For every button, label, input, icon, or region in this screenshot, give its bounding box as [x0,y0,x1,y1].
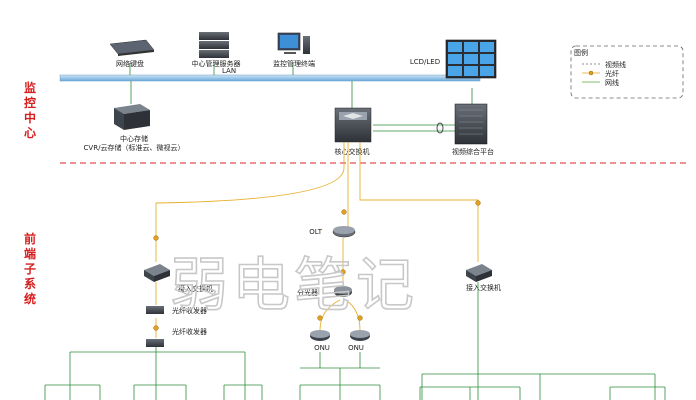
lan-drops [129,62,473,132]
svg-text:网络键盘: 网络键盘 [116,59,144,68]
legend: 图例 视频线 光纤 网线 [570,45,684,99]
lcd-led-video-wall: LCD/LED [410,39,497,79]
central-storage: 中心存储 CVR/云存储（标准云、微视云） [84,104,185,152]
edge-network-lines [44,282,666,400]
fiber-connectors [153,200,481,331]
svg-text:前: 前 [24,231,36,246]
svg-text:中心存储: 中心存储 [120,134,148,143]
onu-right: ONU [348,330,370,352]
svg-text:核心交换机: 核心交换机 [335,147,370,156]
svg-text:ONU: ONU [314,344,330,352]
video-integrated-platform: 视频综合平台 [452,103,494,156]
lan-bus [59,74,481,82]
section-label-monitor-center: 监 控 中 心 [24,80,36,140]
watermark: 弱电笔记 [170,251,418,319]
video-coil [436,122,444,134]
legend-item-video: 视频线 [605,60,626,69]
network-keyboard: 网络键盘 [109,39,155,68]
svg-text:中心管理服务器: 中心管理服务器 [192,59,241,68]
svg-text:子: 子 [24,262,36,276]
central-management-server: 中心管理服务器 [192,32,241,68]
svg-text:视频综合平台: 视频综合平台 [452,147,494,156]
legend-item-fiber: 光纤 [605,69,619,78]
svg-text:分光器: 分光器 [297,288,318,297]
svg-text:接入交换机: 接入交换机 [466,283,501,292]
splitter: 分光器 [297,286,352,297]
svg-text:系: 系 [24,276,36,291]
legend-title: 图例 [574,48,588,57]
svg-text:CVR/云存储（标准云、微视云）: CVR/云存储（标准云、微视云） [84,143,185,152]
svg-text:OLT: OLT [309,228,322,236]
olt: OLT [309,226,356,238]
svg-text:统: 统 [24,291,36,306]
core-switch: 核心交换机 [335,107,372,156]
fiber-lines [155,142,479,338]
svg-text:ONU: ONU [348,344,364,352]
fiber-transceiver-2: 光纤收发器 [146,327,207,347]
svg-text:监控管理终端: 监控管理终端 [273,59,315,68]
fiber-transceiver-1: 光纤收发器 [146,306,207,315]
section-label-front-end: 前 端 子 系 统 [24,231,36,306]
svg-text:端: 端 [24,246,36,261]
svg-text:光纤收发器: 光纤收发器 [172,306,207,315]
access-switch-left: 接入交换机 [144,264,213,293]
svg-text:控: 控 [24,95,36,110]
access-switch-right: 接入交换机 [466,264,501,292]
svg-text:监: 监 [24,80,36,95]
svg-text:光纤收发器: 光纤收发器 [172,327,207,336]
onu-left: ONU [310,330,330,352]
svg-text:接入交换机: 接入交换机 [178,284,213,293]
legend-item-network: 网线 [605,78,619,87]
monitor-management-terminal: 监控管理终端 [273,32,315,68]
svg-text:中: 中 [24,110,36,125]
lan-label: LAN [222,67,236,75]
svg-text:LCD/LED: LCD/LED [410,58,440,66]
svg-text:心: 心 [24,126,36,140]
